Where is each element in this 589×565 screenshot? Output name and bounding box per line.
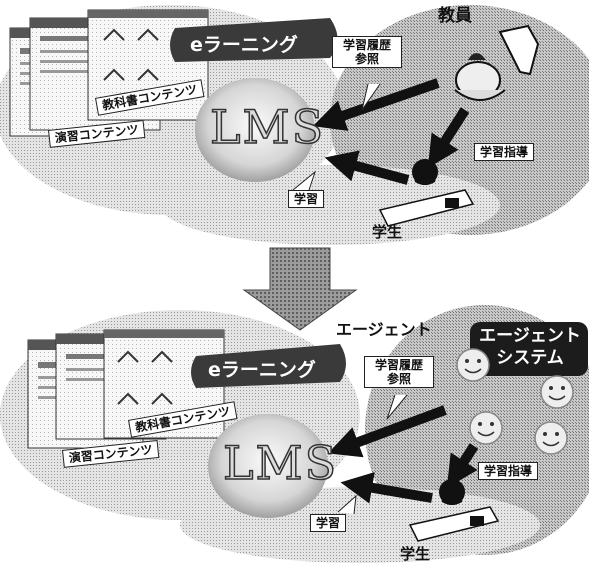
bottom-banner-label: eラーニング xyxy=(208,355,316,382)
top-banner-label: eラーニング xyxy=(190,30,298,57)
top-learning-label: 学習 xyxy=(288,190,324,208)
agent-label: エージェント xyxy=(336,322,432,338)
smiley-face-icon xyxy=(541,376,573,408)
top-history-bubble-line1: 学習履歴 xyxy=(338,38,396,52)
top-student-label: 学生 xyxy=(372,224,402,240)
smiley-face-icon xyxy=(535,422,567,454)
bottom-history-bubble: 学習履歴 参照 xyxy=(364,356,434,388)
smiley-face-icon xyxy=(470,412,502,444)
agent-system-label-line1: エージェント xyxy=(475,325,585,347)
teacher-label: 教員 xyxy=(438,8,472,24)
bottom-guidance-label: 学習指導 xyxy=(478,462,538,480)
bottom-history-bubble-line2: 参照 xyxy=(370,372,428,386)
top-history-bubble: 学習履歴 参照 xyxy=(332,36,402,68)
bottom-content-screens xyxy=(28,330,224,448)
agent-system-label: エージェント システム xyxy=(475,325,585,369)
top-lms-label: LMS xyxy=(210,100,325,154)
down-arrow-icon xyxy=(244,248,356,330)
agent-system-label-line2: システム xyxy=(475,347,585,369)
bottom-lms-label: LMS xyxy=(223,436,338,490)
bottom-history-bubble-line1: 学習履歴 xyxy=(370,358,428,372)
top-guidance-label: 学習指導 xyxy=(474,143,534,161)
bottom-student-label: 学生 xyxy=(400,546,430,562)
bottom-learning-label: 学習 xyxy=(310,514,346,532)
top-history-bubble-line2: 参照 xyxy=(338,52,396,66)
